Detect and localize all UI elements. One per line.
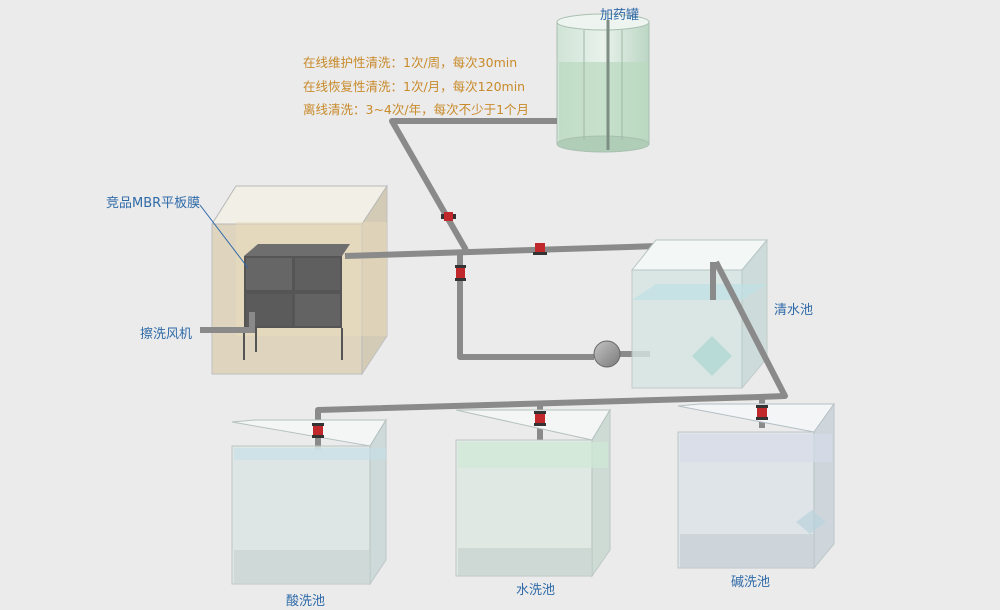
dosing-pipe xyxy=(389,118,557,252)
main-pipe xyxy=(344,243,661,360)
blower-label: 擦洗风机 xyxy=(140,327,193,342)
cleaning-note-recovery: 在线恢复性清洗：1次/月，每次120min xyxy=(303,79,526,94)
valves xyxy=(312,212,768,438)
alkali-wash-tank xyxy=(677,402,835,570)
valve xyxy=(455,265,466,281)
membrane-tank xyxy=(211,184,388,376)
pump xyxy=(593,340,621,368)
membrane-leader-line xyxy=(199,204,249,269)
valve xyxy=(441,212,456,221)
valve xyxy=(756,405,768,420)
alkali-wash-tank-label: 碱洗池 xyxy=(731,575,771,590)
membrane-label: 竞品MBR平板膜 xyxy=(106,196,201,211)
water-wash-tank xyxy=(455,408,611,578)
membrane-module xyxy=(243,244,350,360)
valve xyxy=(534,411,546,426)
dosing-tank-label: 加药罐 xyxy=(600,8,640,23)
blower-pipe xyxy=(200,312,255,333)
cleaning-note-offline: 离线清洗：3~4次/年，每次不少于1个月 xyxy=(303,102,530,117)
acid-wash-tank-label: 酸洗池 xyxy=(286,594,326,609)
dosing-tank xyxy=(556,13,650,153)
water-wash-tank-label: 水洗池 xyxy=(516,583,556,598)
clean-water-tank xyxy=(630,238,769,390)
acid-wash-tank xyxy=(231,418,387,586)
valve xyxy=(312,423,324,438)
cleaning-note-maintenance: 在线维护性清洗：1次/周，每次30min xyxy=(303,55,518,70)
clean-water-tank-label: 清水池 xyxy=(774,303,814,318)
valve xyxy=(533,243,547,255)
